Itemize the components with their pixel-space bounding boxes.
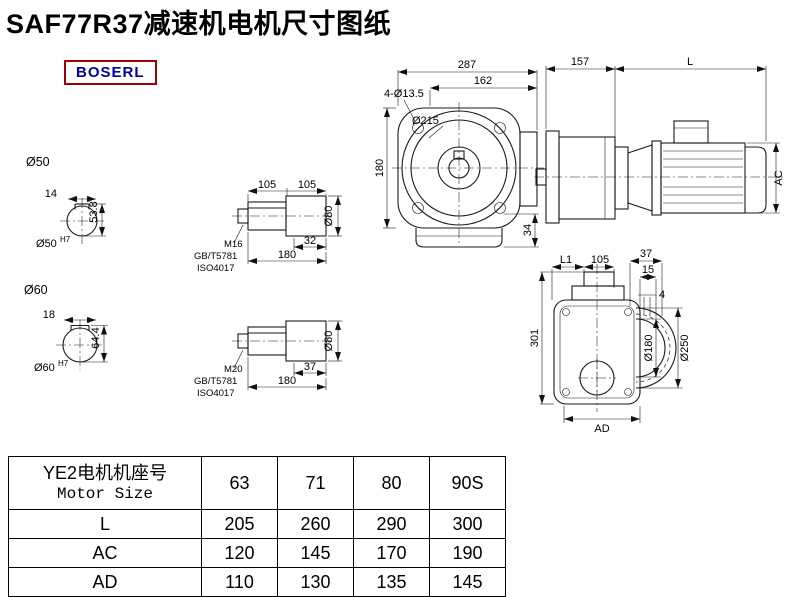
motor-size-71: 71 (277, 456, 354, 510)
table-cell-AC-90s: 190 (429, 538, 506, 568)
technical-drawing: Ø50 14 53.8 Ø50 H7 Ø60 (24, 56, 785, 435)
dim-flange-dia-250: Ø250 (679, 335, 691, 362)
motor-size-80: 80 (353, 456, 430, 510)
dim-key-width-14: 14 (45, 188, 57, 200)
dim-label-d50: Ø50 (26, 155, 50, 169)
dim-seg-105: 105 (591, 254, 609, 266)
shaft-detail-view-m20: 37 180 Ø80 M20 GB/T5781 ISO4017 (194, 320, 342, 399)
table-cell-L-80: 290 (353, 509, 430, 539)
dim-motor-length-L: L (687, 56, 693, 68)
dim-hub-dia-80-a: Ø80 (323, 206, 335, 227)
dim-bore-d60: Ø60 (34, 362, 55, 374)
dim-4: 4 (659, 289, 665, 301)
dim-bore-d50: Ø50 (36, 238, 57, 250)
shaft-detail-view-m16: 105 105 32 180 Ø80 M16 GB/T5781 ISO4017 (194, 179, 342, 274)
dim-label-d60: Ø60 (24, 283, 48, 297)
dim-foot-34: 34 (522, 224, 534, 236)
dim-bolt-holes: 4-Ø13.5 (384, 88, 424, 100)
motor-size-63: 63 (201, 456, 278, 510)
dim-37: 37 (640, 248, 652, 260)
note-std-iso-b: ISO4017 (197, 388, 235, 399)
shaft-end-view-d50: Ø50 14 53.8 Ø50 H7 (26, 155, 106, 250)
motor-size-label-en: Motor Size (56, 485, 153, 504)
shaft-end-view-d60: Ø60 18 64.4 Ø60 H7 (24, 283, 108, 374)
table-cell-AD-63: 110 (201, 567, 278, 597)
front-view: 287 162 4-Ø13.5 Ø215 180 (374, 59, 544, 248)
table-cell-AC-80: 170 (353, 538, 430, 568)
table-cell-AC-71: 145 (277, 538, 354, 568)
row-label-L: L (8, 509, 202, 539)
table-cell-L-71: 260 (277, 509, 354, 539)
dim-key-width-18: 18 (43, 309, 55, 321)
table-cell-L-63: 205 (201, 509, 278, 539)
dim-bore-d60-tol: H7 (58, 359, 69, 368)
motor-dimension-table: YE2电机机座号 Motor Size 63 71 80 90S L 205 2… (8, 456, 506, 597)
dim-seg-105-a: 105 (258, 179, 276, 191)
motor-size-90s: 90S (429, 456, 506, 510)
table-cell-AD-90s: 145 (429, 567, 506, 597)
motor-size-label-cn: YE2电机机座号 (42, 462, 168, 483)
page-title: SAF77R37减速机电机尺寸图纸 (6, 9, 392, 39)
dim-15: 15 (642, 264, 654, 276)
rear-view: L1 105 37 15 4 (529, 248, 691, 435)
dim-height-180: 180 (374, 159, 386, 177)
note-std-iso-a: ISO4017 (197, 263, 235, 274)
table-cell-AD-71: 130 (277, 567, 354, 597)
dim-flange-162: 162 (474, 75, 492, 87)
motor-size-header-cell: YE2电机机座号 Motor Size (8, 456, 202, 510)
dim-length-180-a: 180 (278, 249, 296, 261)
dim-overall-287: 287 (458, 59, 476, 71)
table-header-row: YE2电机机座号 Motor Size 63 71 80 90S (8, 456, 506, 510)
dim-L1: L1 (560, 254, 572, 266)
row-label-AD: AD (8, 567, 202, 597)
dim-gear-length-157: 157 (571, 56, 589, 68)
note-bolt-m16: M16 (224, 239, 242, 250)
boserl-logo: BOSERL (64, 60, 157, 85)
table-cell-L-90s: 300 (429, 509, 506, 539)
dim-hub-dia-80-b: Ø80 (323, 331, 335, 352)
dim-length-180-b: 180 (278, 375, 296, 387)
side-view: 157 L AC (534, 56, 785, 224)
dim-motor-dia-AC: AC (773, 170, 785, 185)
dim-key-height-53-8: 53.8 (88, 201, 100, 222)
dim-key-len-37: 37 (304, 361, 316, 373)
row-label-AC: AC (8, 538, 202, 568)
dim-bore-d50-tol: H7 (60, 235, 71, 244)
table-row-AC: AC 120 145 170 190 (8, 538, 506, 568)
dim-AD: AD (594, 423, 609, 435)
dim-key-len-32: 32 (304, 235, 316, 247)
note-std-gb-a: GB/T5781 (194, 251, 237, 262)
table-row-L: L 205 260 290 300 (8, 509, 506, 539)
note-bolt-m20: M20 (224, 364, 242, 375)
dim-spigot-dia-180: Ø180 (643, 335, 655, 362)
dim-key-height-64-4: 64.4 (90, 327, 102, 348)
table-cell-AD-80: 135 (353, 567, 430, 597)
table-row-AD: AD 110 130 135 145 (8, 567, 506, 597)
dim-seg-105-b: 105 (298, 179, 316, 191)
note-std-gb-b: GB/T5781 (194, 376, 237, 387)
table-cell-AC-63: 120 (201, 538, 278, 568)
dim-length-301: 301 (529, 329, 541, 347)
